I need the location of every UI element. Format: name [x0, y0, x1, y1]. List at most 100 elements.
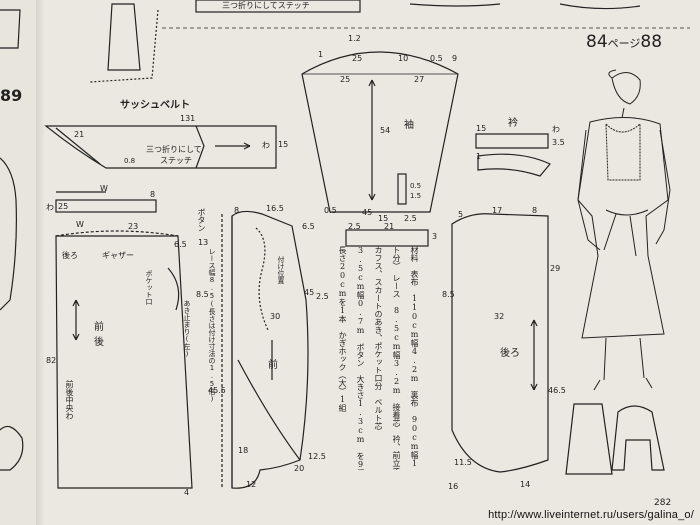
sleeve-dim-45: 45 — [362, 208, 373, 217]
sleeve-dim-25b: 2.5 — [404, 214, 417, 223]
front-lace-attach: 付け位置 — [277, 256, 285, 284]
back-dim-115: 11.5 — [454, 458, 472, 467]
sleeve-dim-1: 1 — [318, 50, 324, 59]
sash-belt-title: サッシュベルト — [120, 100, 190, 111]
materials-line-5: 長さ20cmを1本 かぎホック（大）1組 — [338, 246, 347, 412]
back-bodice-pattern — [451, 213, 549, 473]
front-bodice-label: 前 — [268, 360, 278, 371]
small-belt-fold: わ — [46, 203, 54, 212]
skirt-w: W — [76, 220, 84, 229]
top-note: 三つ折りにしてステッチ — [222, 1, 310, 10]
front-dim-45: 45 — [304, 288, 315, 297]
back-dim-85: 8.5 — [442, 290, 455, 299]
left-page-edge — [0, 0, 38, 525]
skirt-side-open: あき止まり(左) — [183, 300, 191, 358]
skirt-front-label: 前 — [94, 322, 104, 333]
sleeve-dim-25-top: 25 — [352, 54, 363, 63]
front-dim-125: 12.5 — [308, 452, 326, 461]
materials-block: 材料 表布 110cm幅4.2m 裏布 90cm幅1.7m（スカー ト分） レー… — [326, 246, 420, 470]
front-dim-18: 18 — [238, 446, 249, 455]
sash-belt-dim-21: 21 — [74, 130, 85, 139]
back-dim-32: 32 — [494, 312, 505, 321]
skirt-dim-82: 82 — [46, 356, 57, 365]
sash-belt-dim-length: 131 — [180, 114, 196, 123]
front-lace-label: レース幅8.5(長さは付け寸法の1.5倍) — [208, 248, 216, 403]
materials-line-3: カフス、スカートのあき、ポケット口分 ベルト芯 — [374, 246, 383, 430]
front-dim-25: 2.5 — [316, 292, 329, 301]
page-number: 282 — [654, 498, 672, 508]
front-button-label: ボタン — [197, 208, 206, 232]
sleeve-dim-15: 15 — [378, 214, 389, 223]
cuff-dim-21: 21 — [384, 222, 395, 231]
page-ref-number: 84 — [586, 32, 608, 52]
skirt-dim-23: 23 — [128, 222, 139, 231]
back-bodice-label: 後ろ — [500, 348, 520, 359]
top-note-box — [195, 0, 361, 13]
skirt-dim-65: 6.5 — [174, 240, 187, 249]
page-reference: 84ページ88 — [586, 32, 662, 52]
watermark-url[interactable]: http://www.liveinternet.ru/users/galina_… — [488, 509, 694, 521]
collar-dim-1: 1 — [476, 152, 482, 161]
skirt-pocket: ポケット口 — [145, 270, 153, 305]
cuff-pattern — [345, 229, 429, 247]
skirt-pattern — [55, 235, 193, 489]
sleeve-dim-05b: 0.5 — [324, 206, 337, 215]
collar-pattern — [475, 133, 549, 149]
front-dim-30: 30 — [270, 312, 281, 321]
sash-belt-fold: わ — [262, 141, 270, 150]
cuff-dim-25: 2.5 — [348, 222, 361, 231]
skirt-center-note: 前後中央わ — [65, 380, 74, 420]
sleeve-dim-05c: 0.5 — [410, 182, 422, 190]
sleeve-dim-10: 10 — [398, 54, 409, 63]
top-skirt-thumbnail — [107, 3, 141, 71]
skirt-dim-4: 4 — [184, 488, 190, 497]
materials-line-4: 3.5cm幅0.7m ボタン 大きさ1.3cm を9個 ファスナー — [356, 246, 365, 470]
sleeve-dim-05: 0.5 — [430, 54, 443, 63]
sash-belt-dim-15: 15 — [278, 140, 289, 149]
collar-label: 衿 — [508, 118, 518, 129]
left-page-blouse-fragment — [0, 425, 24, 471]
back-dim-29: 29 — [550, 264, 561, 273]
sleeve-dim-25: 25 — [340, 75, 351, 84]
sash-belt-instruction-2: ステッチ — [160, 156, 192, 165]
sleeve-dim-15b: 1.5 — [410, 192, 422, 200]
blouse-thumbnail — [611, 405, 665, 471]
back-dim-17: 17 — [492, 206, 503, 215]
fashion-illustration — [577, 69, 671, 391]
sleeve-label: 袖 — [404, 120, 414, 131]
materials-line-2: ト分） レース 8.5cm幅3.2m 接着芯 衿、前立て、 — [392, 246, 401, 470]
sleeve-dim-12: 1.2 — [348, 34, 361, 43]
front-dim-13: 13 — [198, 238, 209, 247]
small-belt-25: 25 — [58, 202, 69, 211]
page-ref-target: 88 — [640, 32, 663, 52]
skirt-back-label: 後ろ — [62, 251, 78, 260]
front-dim-165: 16.5 — [266, 204, 284, 213]
left-page-pattern-fragment — [0, 9, 21, 49]
back-dim-16: 16 — [448, 482, 459, 491]
front-dim-20: 20 — [294, 464, 305, 473]
sash-belt-instruction-1: 三つ折りにして — [146, 145, 202, 154]
left-page-figure-fragment — [0, 157, 17, 311]
front-dim-85: 8.5 — [196, 290, 209, 299]
front-dim-455: 45.5 — [208, 386, 226, 395]
collar-stand-pattern — [477, 153, 551, 177]
sash-belt-dim-08: 0.8 — [124, 157, 136, 165]
collar-dim-35: 3.5 — [552, 138, 565, 147]
page-ref-suffix: ページ — [607, 37, 641, 50]
skirt-thumbnail — [565, 403, 613, 475]
back-dim-14: 14 — [520, 480, 531, 489]
skirt-gather: ギャザー — [102, 251, 134, 260]
back-dim-465: 46.5 — [548, 386, 566, 395]
materials-line-1: 材料 表布 110cm幅4.2m 裏布 90cm幅1.7m（スカー — [410, 246, 419, 470]
back-dim-5: 5 — [458, 210, 464, 219]
small-belt-w: W — [100, 184, 108, 193]
skirt-back-label2: 後 — [94, 337, 104, 348]
sash-belt-pattern — [44, 125, 277, 169]
back-dim-8: 8 — [532, 206, 538, 215]
front-dim-65: 6.5 — [302, 222, 315, 231]
front-dim-12: 12 — [246, 480, 257, 489]
collar-dim-15: 15 — [476, 124, 487, 133]
left-page-number: 89 — [0, 86, 23, 105]
